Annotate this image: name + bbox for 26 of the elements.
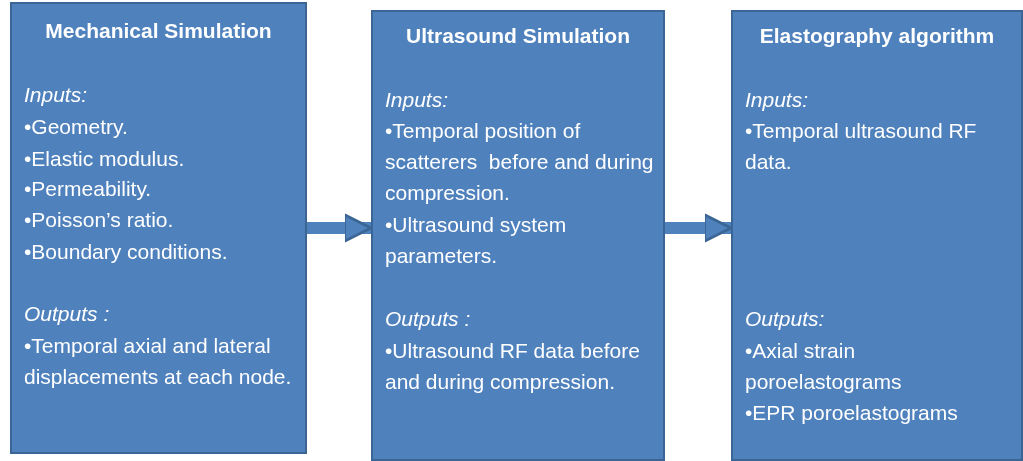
section-label: Outputs : [24, 300, 111, 327]
box-heading: Ultrasound Simulation [405, 22, 631, 49]
section-label: Outputs: [745, 305, 826, 332]
section-label: Outputs : [385, 305, 472, 332]
process-box [731, 10, 1023, 461]
box-heading: Elastography algorithm [758, 22, 996, 49]
bullet-item: •Boundary conditions. [24, 238, 229, 265]
section-label: Inputs: [24, 81, 89, 108]
process-box [371, 10, 665, 461]
bullet-item: •Axial strain poroelastograms [745, 337, 903, 395]
bullet-item: •Temporal ultrasound RF data. [745, 117, 978, 175]
bullet-item: •EPR poroelastograms [745, 399, 959, 426]
section-label: Inputs: [745, 86, 810, 113]
bullet-item: •Elastic modulus. [24, 145, 186, 172]
arrow [665, 213, 733, 243]
bullet-item: •Ultrasound system parameters. [385, 211, 568, 269]
bullet-item: •Permeability. [24, 175, 153, 202]
box-heading: Mechanical Simulation [44, 18, 273, 44]
bullet-item: •Poisson’s ratio. [24, 206, 175, 233]
bullet-item: •Ultrasound RF data before and during compression. [385, 337, 641, 395]
arrow [307, 213, 373, 243]
bullet-item: •Geometry. [24, 113, 129, 140]
section-label: Inputs: [385, 86, 450, 113]
bullet-item: •Temporal position of scatterers before and during compression. [385, 117, 655, 206]
bullet-item: •Temporal axial and lateral displacements at each node. [24, 332, 293, 390]
process-box [10, 2, 307, 454]
